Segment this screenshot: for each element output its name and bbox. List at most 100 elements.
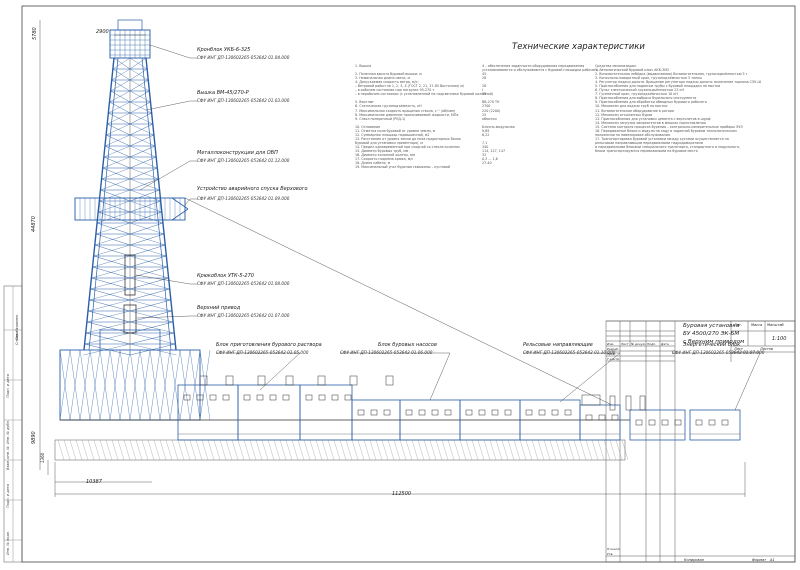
spec-line: – Ветровой район по 1, 2, 3, 4 (ГОСТ 2, … xyxy=(355,84,465,89)
base-hatch xyxy=(189,439,197,461)
base-hatch xyxy=(501,439,509,461)
spec-line: – в рабочем состоянии при нагрузке 95-27… xyxy=(355,88,435,93)
module-window xyxy=(196,394,204,401)
base-hatch xyxy=(63,439,71,461)
side-stamp-label: Подп. и дата xyxy=(6,484,10,508)
mast-brace xyxy=(129,101,152,114)
title-format-value: А1 xyxy=(770,558,775,562)
escape-device xyxy=(171,208,189,221)
base-hatch xyxy=(369,439,377,461)
label-mud-block-title: Блок приготовления бурового раствора xyxy=(216,342,322,348)
substructure-brace xyxy=(119,349,131,421)
roof-vent xyxy=(257,375,266,386)
mast-brace xyxy=(99,189,131,202)
mast-brace xyxy=(129,167,159,180)
base-hatch xyxy=(423,439,431,461)
base-hatch xyxy=(435,439,443,461)
label-escape-code: СФУ ИНГ ДП-130602265-053642 01.09.000 xyxy=(197,196,290,201)
spec-line: 45 xyxy=(482,72,487,77)
base-hatch xyxy=(201,439,209,461)
mast-brace xyxy=(129,57,147,70)
mast-brace xyxy=(129,222,165,235)
mast-brace xyxy=(106,123,131,136)
spec-title: Технические характеристики xyxy=(512,42,645,52)
spec-line: 14. Предел одновременной при сходной со … xyxy=(355,144,460,149)
substructure-brace xyxy=(159,349,171,421)
substructure-brace xyxy=(139,349,151,421)
substructure-brace xyxy=(149,349,161,421)
title-sheet-label: Лист xyxy=(734,347,743,351)
title-row-label: Подп. xyxy=(647,342,657,346)
base-hatch xyxy=(303,439,311,461)
guy-line xyxy=(184,197,613,406)
module-window xyxy=(564,409,572,416)
label-mast-title: Вышка ВМ-45/270-Р xyxy=(197,90,249,96)
mast-brace xyxy=(91,266,131,279)
label-escape-title: Устройство аварийного спуска Верхового xyxy=(197,186,308,192)
mast-brace xyxy=(129,277,170,290)
base-hatch xyxy=(549,439,557,461)
mast-brace xyxy=(129,167,158,180)
base-hatch xyxy=(453,439,461,461)
label-mud-block-code: СФУ ИНГ ДП-130602265-053642 01.05.000 xyxy=(216,350,309,355)
base-hatch xyxy=(351,439,359,461)
title-row-label: Изм. xyxy=(607,342,615,346)
side-stamp-label: Справ. № xyxy=(15,327,19,345)
equipment-module xyxy=(629,409,686,441)
callout-leader xyxy=(139,160,197,191)
spec-line: 13. Приспособления для установки цемента… xyxy=(595,116,711,121)
base-hatch xyxy=(513,439,521,461)
module-window xyxy=(551,409,559,416)
mast-brace xyxy=(129,90,151,103)
base-skid xyxy=(54,439,626,461)
base-hatch xyxy=(177,439,185,461)
module-window xyxy=(708,419,716,426)
equipment-module xyxy=(177,384,239,441)
spec-line: 3. Консольно-поворотный кран, грузоподъё… xyxy=(595,76,702,81)
label-ovp-code: СФУ ИНГ ДП-130602265-053642 01.12.000 xyxy=(197,158,290,163)
spec-line: 0,3 ... 1,6 xyxy=(482,157,498,162)
side-stamp-label: Инв. № подл. xyxy=(6,530,10,555)
module-window xyxy=(331,394,339,401)
module-window xyxy=(491,409,499,416)
dimension-lines xyxy=(39,20,746,497)
side-stamp-label: Инв. № дубл. xyxy=(6,420,10,444)
label-hook-block-code: СФУ ИНГ ДП-130602265-053642 01.08.000 xyxy=(197,281,290,286)
title-row-label: Лист xyxy=(621,342,629,346)
mast-brace xyxy=(107,123,131,136)
base-hatch xyxy=(375,439,383,461)
mast-brace xyxy=(129,299,173,312)
mast-brace xyxy=(109,90,131,103)
mast-brace xyxy=(103,145,131,158)
spec-line: 340 xyxy=(482,144,489,149)
base-hatch xyxy=(483,439,491,461)
spec-line: и передвижными блоками специального тран… xyxy=(595,144,740,149)
spec-line: 12. Механизм отсыпанных буров xyxy=(595,112,653,117)
base-hatch xyxy=(243,439,251,461)
module-window xyxy=(431,409,439,416)
spec-line: 28 xyxy=(482,84,487,89)
module-window xyxy=(183,394,191,401)
base-hatch xyxy=(207,439,215,461)
label-mast-code: СФУ ИНГ ДП-130602265-053642 01.03.000 xyxy=(197,98,290,103)
spec-line: 11. Вспомогательное оборудование в ротор… xyxy=(595,108,674,113)
mast-brace xyxy=(90,277,131,290)
base-hatch xyxy=(537,439,545,461)
spec-line: 7. Максимальная скорость вращения ствола… xyxy=(355,108,456,113)
spec-line: буровой для установки превентора/, м xyxy=(355,140,423,145)
label-power-block-title: Энергетический блок xyxy=(683,342,741,348)
drill-floor-house xyxy=(99,329,161,350)
module-window xyxy=(282,394,290,401)
mast-brace xyxy=(89,288,131,301)
base-hatch xyxy=(315,439,323,461)
mast-brace xyxy=(129,112,152,125)
spec-line: 10. Основание xyxy=(355,124,381,129)
base-hatch xyxy=(231,439,239,461)
mast-brace xyxy=(103,156,131,169)
spec-line: 6,22 xyxy=(482,132,490,137)
mast-brace xyxy=(110,79,131,92)
base-hatch xyxy=(507,439,515,461)
module-window xyxy=(418,409,426,416)
base-hatch xyxy=(111,439,119,461)
mast-brace xyxy=(102,167,131,180)
